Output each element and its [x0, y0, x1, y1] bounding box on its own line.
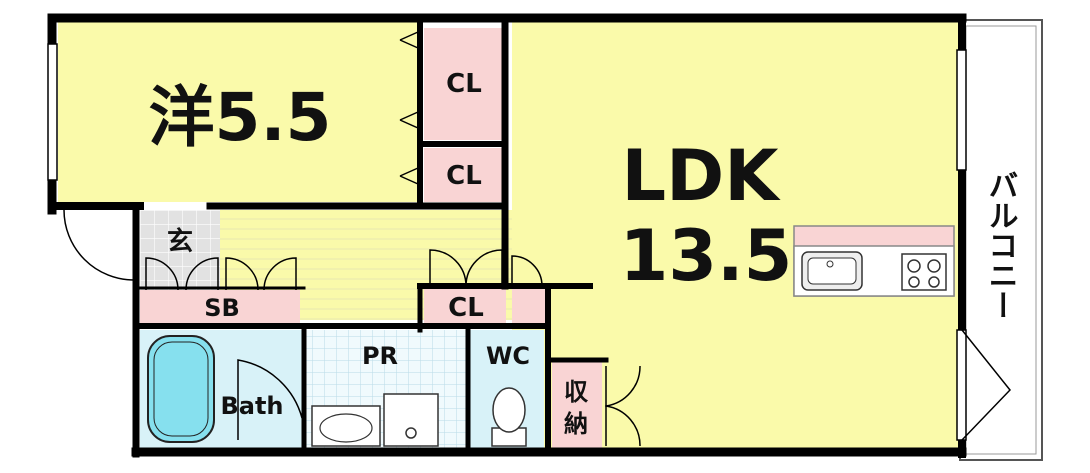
toilet-icon	[491, 387, 527, 447]
closet-hall-label: CL	[448, 293, 484, 323]
door-swings	[63, 31, 1011, 447]
bathtub-icon	[147, 335, 215, 443]
sink-icon	[801, 251, 863, 291]
balcony	[959, 19, 1043, 461]
ldk-size-label: 13.5	[620, 215, 793, 297]
closet-hall-fill	[424, 288, 506, 326]
western-room-floor	[58, 22, 418, 202]
closet-middle-fill	[424, 148, 502, 202]
washbasin-icon	[311, 405, 381, 447]
windows	[47, 43, 967, 441]
shoe-box-label: SB	[204, 294, 240, 322]
closet-middle-label: CL	[446, 161, 482, 191]
storage-label-line2: 納	[564, 410, 588, 438]
small-closet-fill	[512, 288, 546, 326]
closet-top-fill	[424, 28, 502, 140]
storage-label-line1: 収	[564, 378, 589, 406]
ldk-name-label: LDK	[622, 135, 782, 217]
closet-top-label: CL	[446, 69, 482, 99]
toilet-label: WC	[486, 342, 530, 370]
entrance-floor	[140, 210, 220, 290]
shoe-box-fill	[140, 290, 300, 324]
powder-room-label: PR	[362, 342, 398, 370]
balcony-label: バルコニー	[983, 170, 1018, 320]
storage-fill	[552, 362, 602, 448]
bath-label: Bath	[220, 392, 283, 420]
western-room-label: 洋5.5	[149, 79, 332, 156]
entrance-label: 玄	[167, 226, 193, 257]
washing-machine-icon	[383, 393, 439, 447]
stove-icon	[901, 253, 947, 291]
